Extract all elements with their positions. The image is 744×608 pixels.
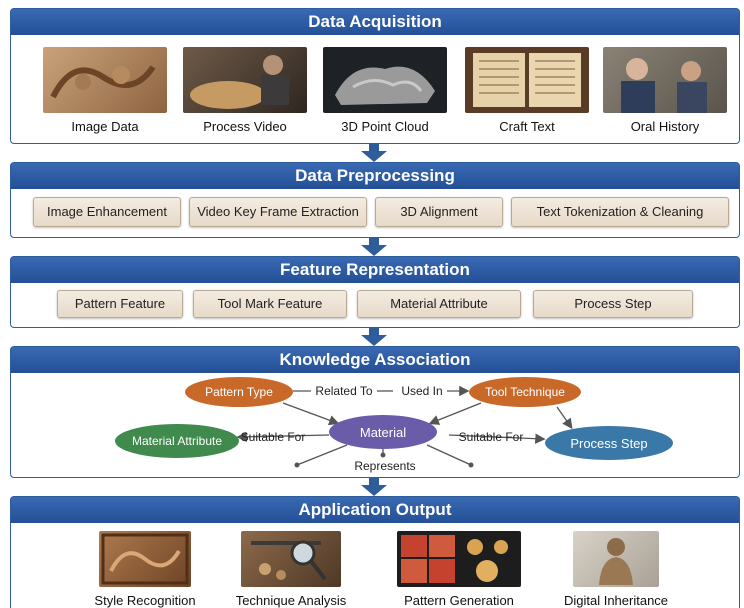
down-arrow-icon bbox=[361, 238, 387, 256]
down-arrow-icon bbox=[361, 478, 387, 496]
edge-tool-to-material bbox=[428, 402, 482, 425]
digital-inheritance-thumbnail bbox=[573, 531, 659, 587]
node-tool-technique bbox=[469, 377, 581, 407]
old-book-image bbox=[473, 53, 581, 107]
data-preprocessing-section: Data Preprocessing Image Enhancement Vid… bbox=[10, 162, 740, 238]
tool-mark-feature-box: Tool Mark Feature bbox=[193, 290, 347, 318]
point-cloud-thumbnail bbox=[323, 47, 447, 113]
carved-dragon-image bbox=[50, 65, 156, 99]
spoke-end-dot bbox=[380, 452, 386, 458]
magnifier-inspection-image bbox=[251, 540, 327, 581]
edge-suitable-for-left bbox=[236, 431, 330, 443]
image-data-thumbnail bbox=[43, 47, 167, 113]
edge-label-suitable-for-right: Suitable For bbox=[459, 430, 524, 444]
oral-history-thumbnail bbox=[603, 47, 727, 113]
acquisition-label-craft-text: Craft Text bbox=[499, 119, 555, 134]
output-label-technique-analysis: Technique Analysis bbox=[235, 593, 347, 608]
image-enhancement-box: Image Enhancement bbox=[33, 197, 181, 227]
technique-analysis-thumbnail bbox=[241, 531, 341, 587]
node-label-process-step: Process Step bbox=[570, 436, 647, 451]
edge-spoke-left bbox=[296, 444, 348, 466]
3d-alignment-box: 3D Alignment bbox=[375, 197, 503, 227]
acquisition-label-image-data: Image Data bbox=[71, 119, 139, 134]
knowledge-association-section: Knowledge Association Related To bbox=[10, 346, 740, 478]
video-key-frame-box: Video Key Frame Extraction bbox=[189, 197, 367, 227]
spoke-end-dot bbox=[294, 462, 300, 468]
interview-image bbox=[621, 58, 707, 113]
buddha-statue-image bbox=[599, 538, 633, 585]
node-label-tool-technique: Tool Technique bbox=[485, 385, 565, 399]
node-label-material-attribute: Material Attribute bbox=[132, 434, 222, 448]
application-output-section: Application Output Style Recognition Tec… bbox=[10, 496, 740, 608]
output-label-digital-inheritance: Digital Inheritance bbox=[563, 593, 669, 608]
edge-spoke-right bbox=[426, 444, 472, 466]
node-label-material: Material bbox=[360, 425, 406, 440]
material-attribute-box: Material Attribute bbox=[357, 290, 521, 318]
spoke-end-dot bbox=[468, 462, 474, 468]
acquisition-label-point-cloud: 3D Point Cloud bbox=[341, 119, 429, 134]
edge-label-used-in: Used In bbox=[401, 384, 442, 398]
craft-text-thumbnail bbox=[465, 47, 589, 113]
data-acquisition-section: Data Acquisition Imag bbox=[10, 8, 740, 144]
pattern-feature-box: Pattern Feature bbox=[57, 290, 183, 318]
section-title: Knowledge Association bbox=[11, 347, 739, 373]
edge-pattern-to-material bbox=[282, 402, 340, 426]
acquisition-label-oral-history: Oral History bbox=[630, 119, 700, 134]
section-title: Application Output bbox=[11, 497, 739, 523]
edge-label-represents: Represents bbox=[354, 459, 415, 473]
section-title: Feature Representation bbox=[11, 257, 739, 283]
down-arrow-icon bbox=[361, 144, 387, 162]
output-label-style-recognition: Style Recognition bbox=[94, 593, 196, 608]
output-label-pattern-generation: Pattern Generation bbox=[404, 593, 514, 608]
node-material bbox=[329, 415, 437, 449]
edge-suitable-for-right bbox=[448, 433, 546, 444]
section-title: Data Acquisition bbox=[11, 9, 739, 35]
text-tokenization-box: Text Tokenization & Cleaning bbox=[511, 197, 729, 227]
feature-representation-section: Feature Representation Pattern Feature T… bbox=[10, 256, 740, 328]
acquisition-label-process-video: Process Video bbox=[203, 119, 287, 134]
knowledge-graph: Related To Used In Suitable For Suitable… bbox=[115, 377, 673, 473]
edge-tool-to-process bbox=[556, 406, 573, 430]
generated-patterns-image bbox=[401, 535, 508, 583]
node-material-attribute bbox=[115, 424, 239, 458]
edge-label-related-to: Related To bbox=[315, 384, 372, 398]
down-arrow-icon bbox=[361, 328, 387, 346]
process-video-thumbnail bbox=[183, 47, 307, 113]
craftsman-working-image bbox=[190, 55, 289, 109]
process-step-box: Process Step bbox=[533, 290, 693, 318]
section-title: Data Preprocessing bbox=[11, 163, 739, 189]
style-recognition-thumbnail bbox=[99, 531, 191, 587]
node-process-step bbox=[545, 426, 673, 460]
3d-scan-image bbox=[335, 66, 435, 105]
carved-panel-image bbox=[101, 533, 189, 585]
node-label-pattern-type: Pattern Type bbox=[205, 385, 273, 399]
pattern-generation-thumbnail bbox=[397, 531, 521, 587]
node-pattern-type bbox=[185, 377, 293, 407]
edge-label-suitable-for-left: Suitable For bbox=[241, 430, 306, 444]
